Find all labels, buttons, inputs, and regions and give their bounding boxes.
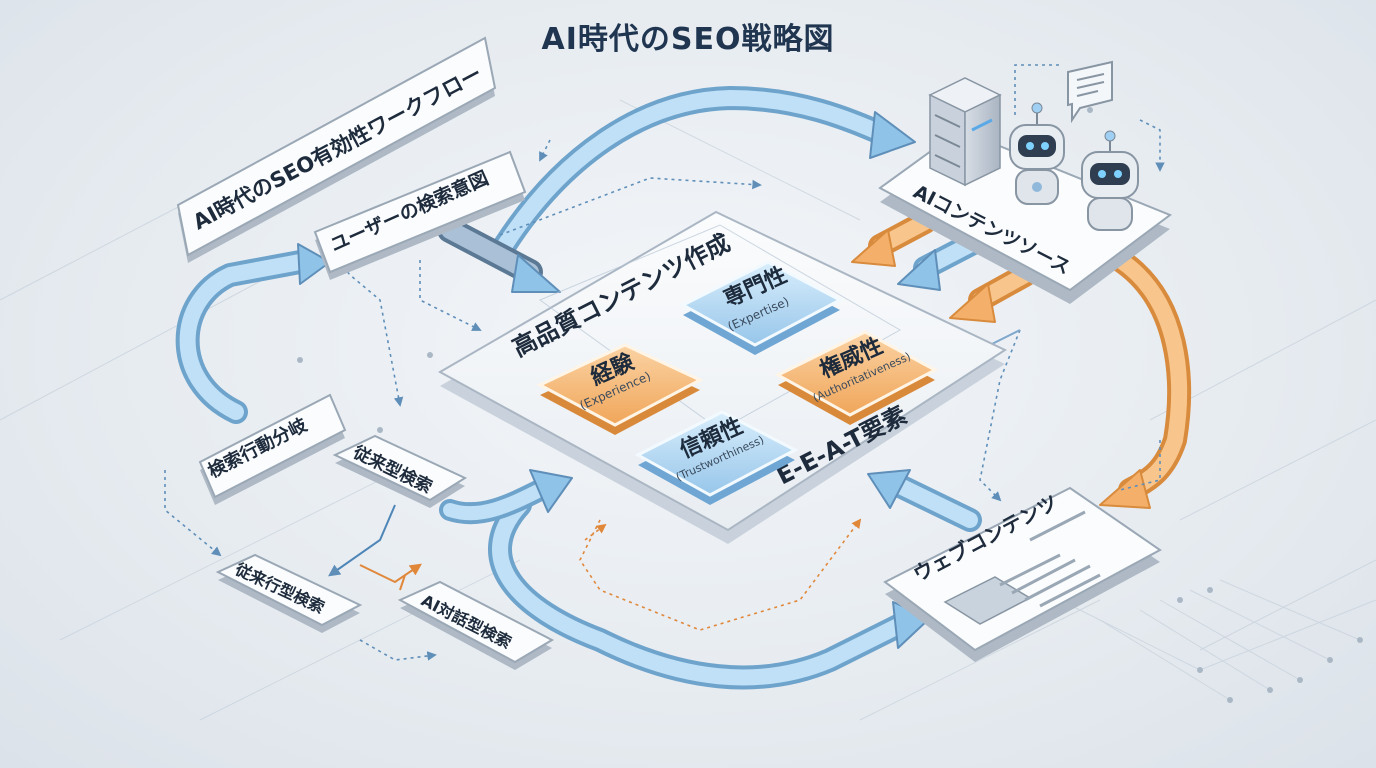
document-icon: [943, 510, 1101, 625]
traditional-search-card-2: 従来行型検索: [215, 553, 363, 633]
page-title: AI時代のSEO戦略図: [541, 22, 835, 57]
chat-bubble-icon: [1067, 60, 1113, 124]
robot-icon: [1009, 102, 1065, 205]
circuit-dots: [297, 107, 1363, 703]
flow-arrows-blue: [175, 86, 987, 690]
eeat-tile-trustworthiness: 信頼性 (Trustworthiness): [634, 410, 799, 505]
eeat-tile-expertise: 専門性 (Expertise): [679, 260, 844, 355]
traditional-search-card: 従来型検索: [332, 434, 468, 508]
web-content-card: ウェブコンテンツ: [883, 486, 1162, 662]
flow-arrowheads-blue: [297, 111, 941, 649]
robot-icon: [1081, 130, 1139, 231]
flow-arrowheads-orange: [851, 229, 1151, 509]
eeat-tile-experience: 経験 (Experience): [536, 343, 704, 435]
server-icon: [928, 77, 1002, 187]
